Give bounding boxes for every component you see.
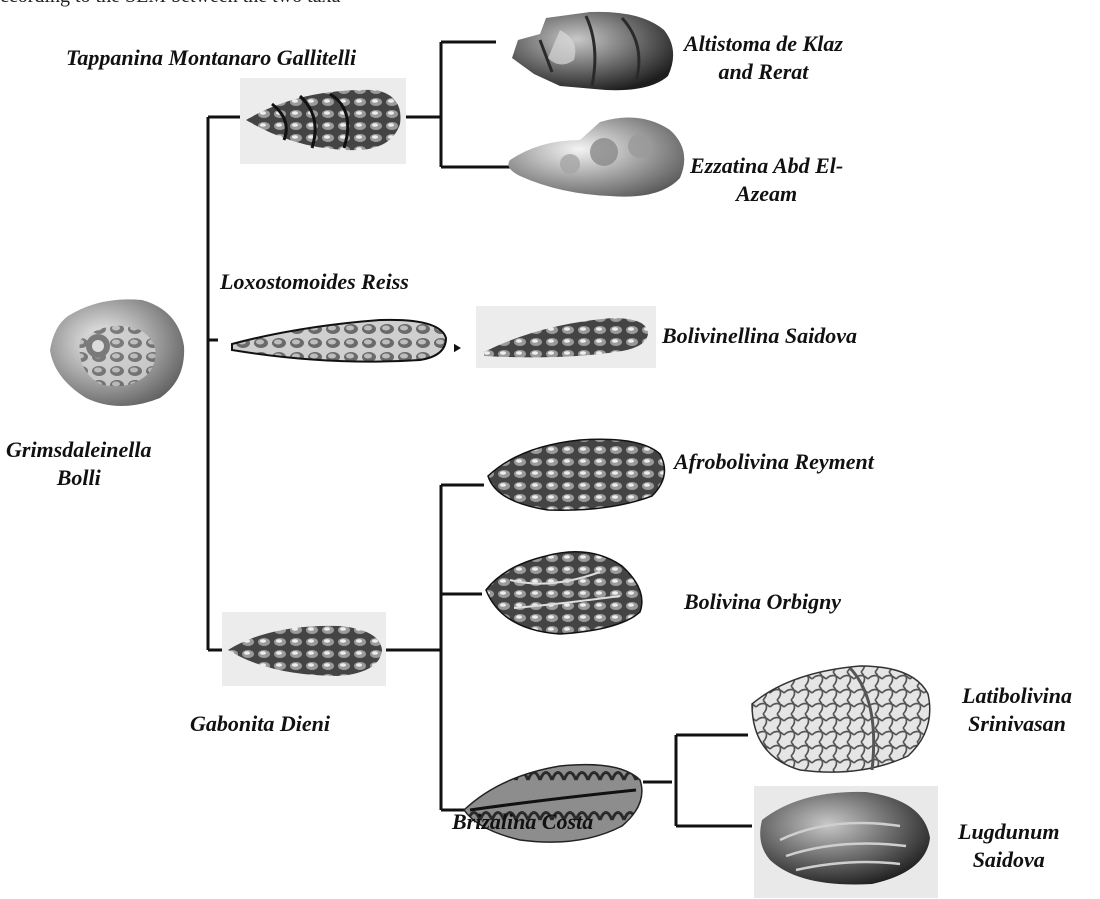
label-grimsdaleinella-line2: Bolli	[6, 464, 151, 492]
label-latibolivina-line2: Srinivasan	[962, 710, 1072, 738]
label-gabonita-line1: Gabonita Dieni	[190, 711, 330, 736]
label-grimsdaleinella-line1: Grimsdaleinella	[6, 436, 151, 464]
specimen-loxostomoides	[222, 305, 454, 373]
label-loxostomoides: Loxostomoides Reiss	[220, 268, 409, 296]
specimen-lugdunum	[754, 786, 938, 898]
label-altistoma: Altistoma de Klaz and Rerat	[684, 30, 843, 86]
label-lugdunum-line1: Lugdunum	[958, 818, 1060, 846]
label-altistoma-line2: and Rerat	[684, 58, 843, 86]
caption-fragment: ccording to the SEM between the two taxa	[0, 0, 340, 8]
label-bolivina: Bolivina Orbigny	[684, 588, 841, 616]
specimen-bolivinellina	[476, 306, 656, 368]
label-gabonita: Gabonita Dieni	[190, 710, 330, 738]
specimen-latibolivina	[752, 666, 930, 772]
label-bolivinellina: Bolivinellina Saidova	[662, 322, 857, 350]
label-afrobolivina: Afrobolivina Reyment	[674, 448, 874, 476]
label-bolivinellina-line1: Bolivinellina Saidova	[662, 323, 857, 348]
specimen-bolivina	[486, 552, 642, 634]
specimen-ezzatina	[508, 118, 684, 197]
specimen-gabonita	[222, 612, 386, 686]
label-latibolivina-line1: Latibolivina	[962, 682, 1072, 710]
label-tappanina-line1: Tappanina Montanaro Gallitelli	[66, 45, 356, 70]
label-ezzatina-line2: Azeam	[690, 180, 843, 208]
label-latibolivina: Latibolivina Srinivasan	[962, 682, 1072, 738]
specimen-afrobolivina	[488, 439, 665, 510]
label-altistoma-line1: Altistoma de Klaz	[684, 30, 843, 58]
label-brizalina-line1: Brizalina Costa	[452, 809, 593, 834]
label-lugdunum-line2: Saidova	[958, 846, 1060, 874]
specimen-grimsdaleinella	[50, 299, 184, 406]
label-lugdunum: Lugdunum Saidova	[958, 818, 1060, 874]
label-loxostomoides-line1: Loxostomoides Reiss	[220, 269, 409, 294]
label-tappanina: Tappanina Montanaro Gallitelli	[66, 44, 356, 72]
label-bolivina-line1: Bolivina Orbigny	[684, 589, 841, 614]
label-afrobolivina-line1: Afrobolivina Reyment	[674, 449, 874, 474]
label-ezzatina-line1: Ezzatina Abd El-	[690, 152, 843, 180]
specimen-tappanina	[240, 78, 406, 164]
label-brizalina: Brizalina Costa	[452, 808, 593, 836]
specimen-altistoma	[512, 12, 673, 90]
label-grimsdaleinella: Grimsdaleinella Bolli	[6, 436, 151, 492]
label-ezzatina: Ezzatina Abd El- Azeam	[690, 152, 843, 208]
